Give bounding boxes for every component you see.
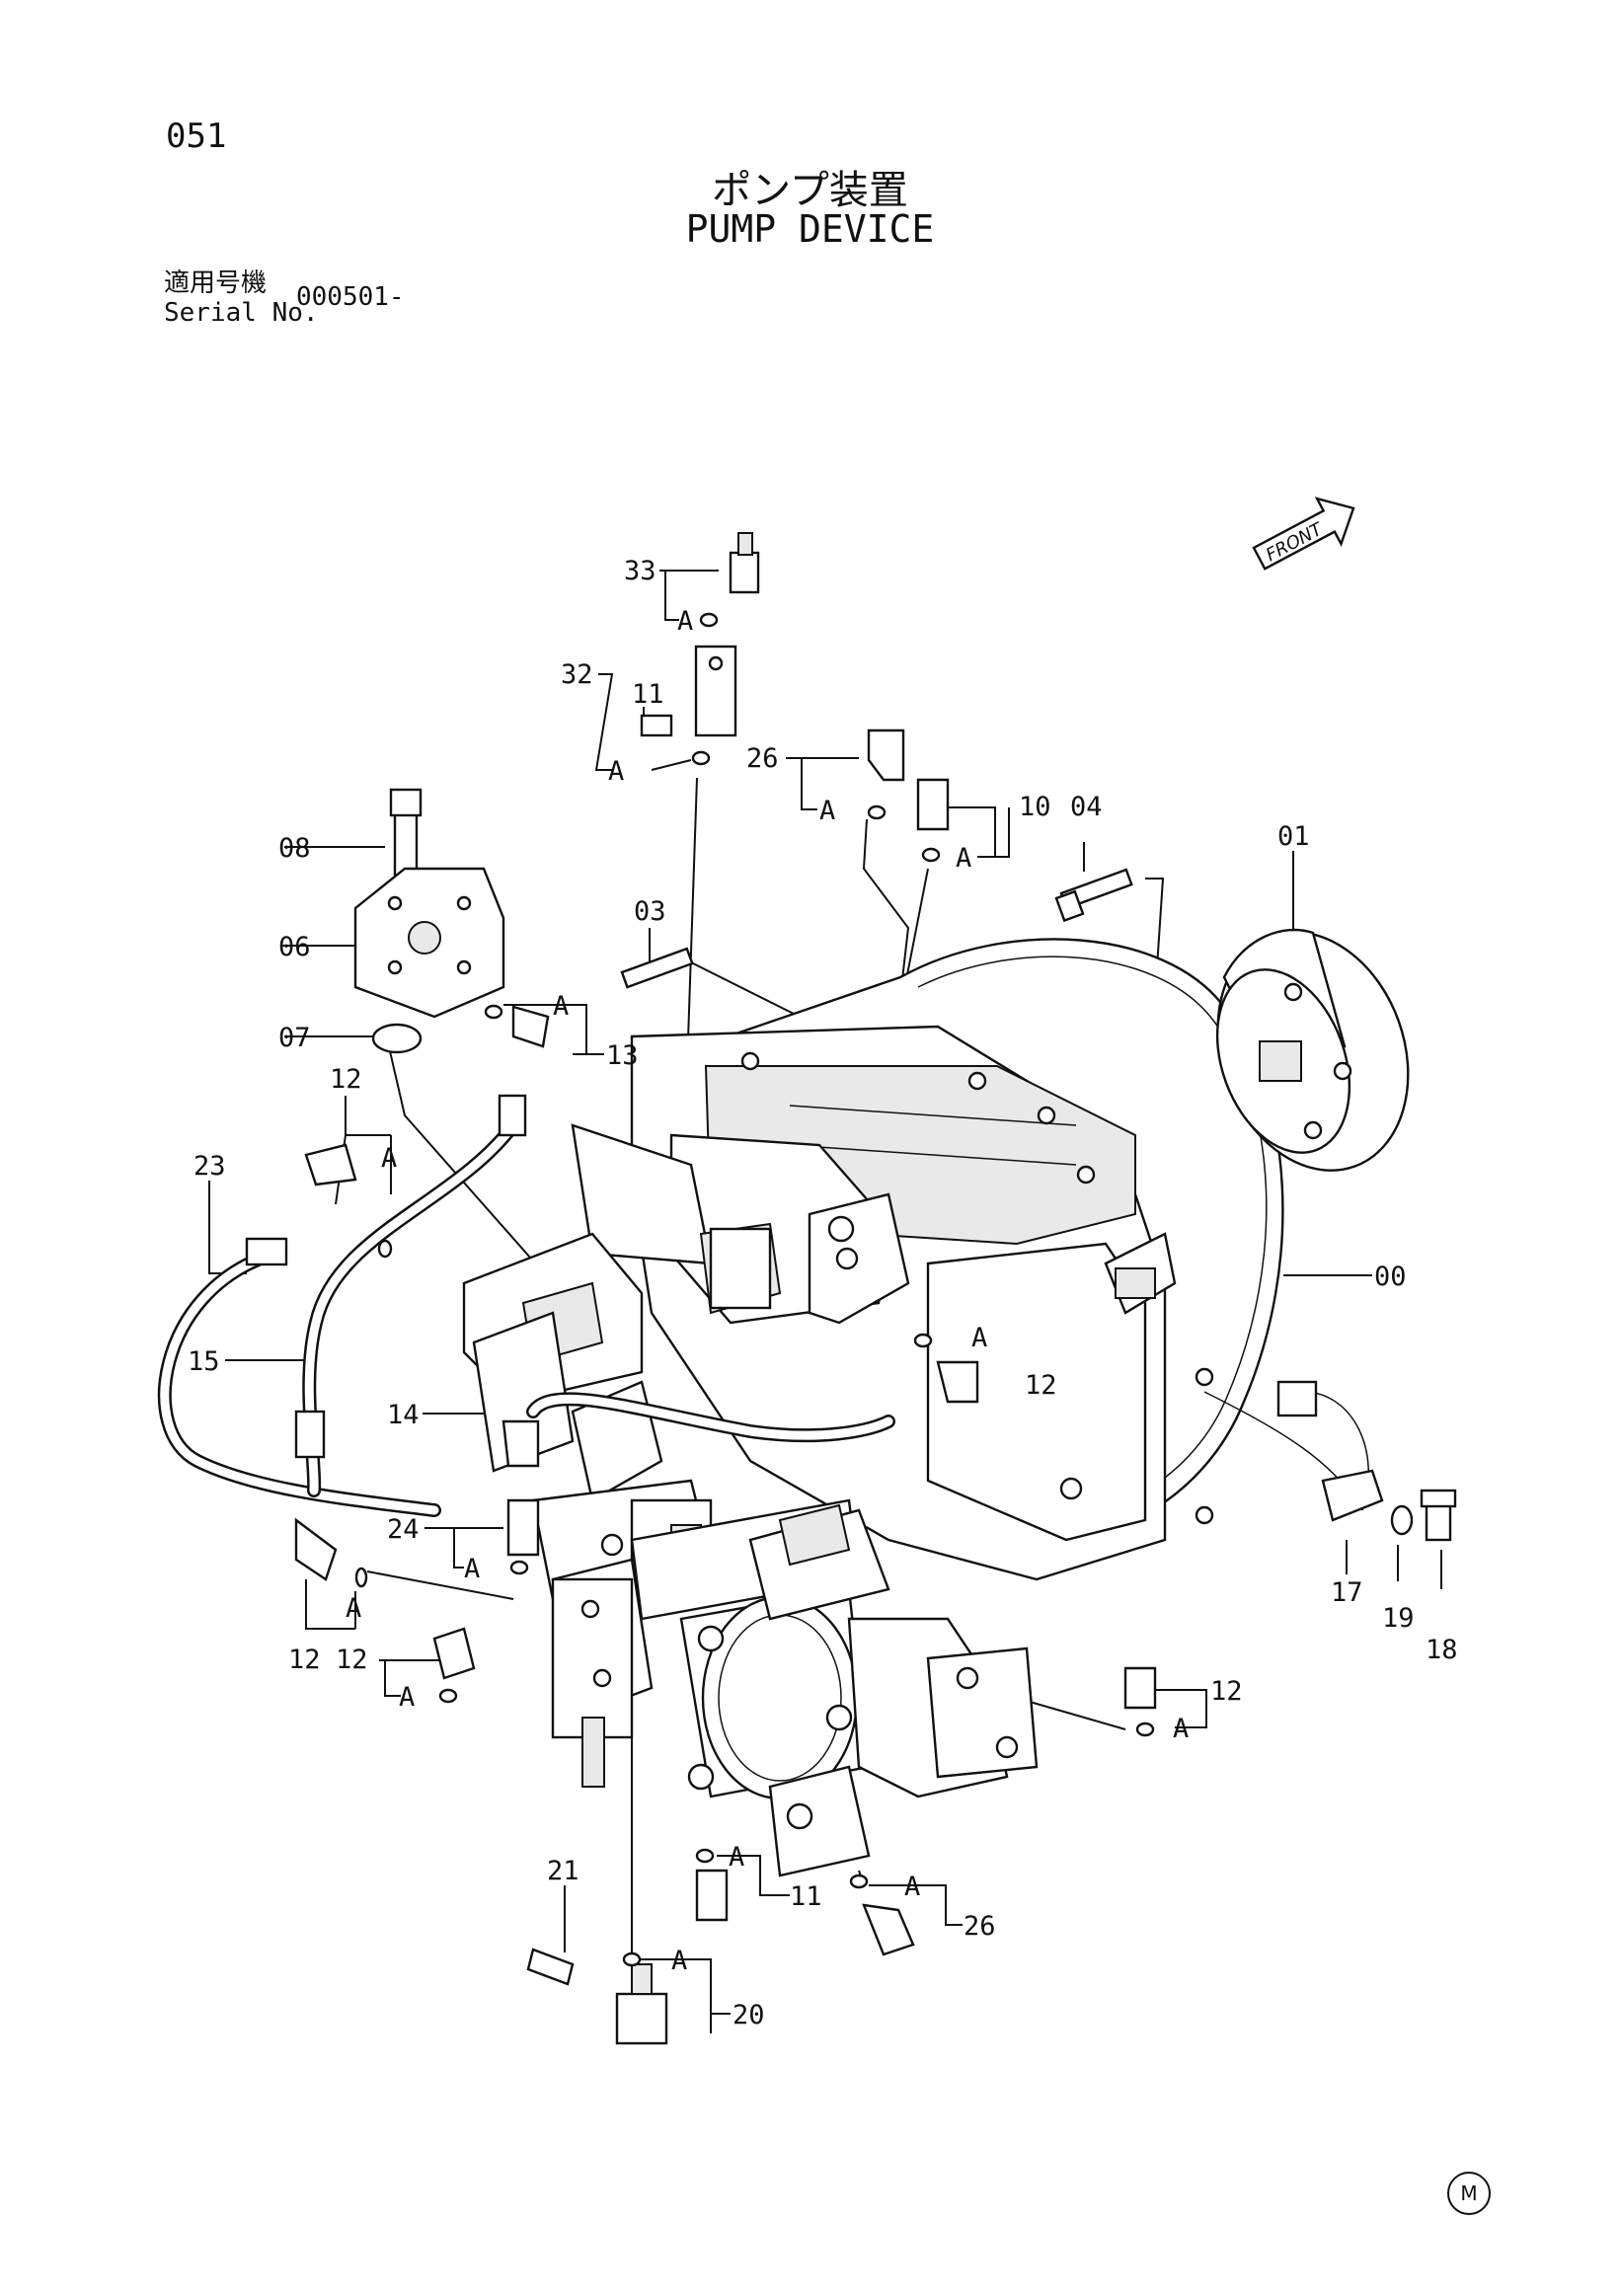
callout-a: A	[464, 1554, 480, 1584]
callout-12: 12	[330, 1064, 362, 1095]
callout-a: A	[956, 843, 971, 874]
callout-32: 32	[561, 659, 593, 690]
pump-body	[679, 1503, 1039, 1877]
callout-06: 06	[278, 932, 311, 962]
callout-a: A	[677, 606, 693, 637]
callout-a: A	[904, 1872, 920, 1902]
hose-23	[157, 1249, 441, 1517]
callout-01: 01	[1277, 821, 1310, 852]
callout-20: 20	[733, 2000, 765, 2030]
callout-23: 23	[193, 1151, 226, 1182]
callout-labels: 33 A 32 11 A 26 A 10 04 A 08 01 06 03 A …	[188, 556, 1458, 2030]
callout-a: A	[608, 756, 624, 787]
callout-18: 18	[1426, 1635, 1458, 1665]
page-number: 051	[166, 116, 227, 156]
callout-13: 13	[606, 1040, 639, 1071]
callout-17: 17	[1331, 1577, 1363, 1608]
callout-a: A	[819, 796, 835, 826]
callout-a: A	[671, 1946, 687, 1976]
hose-14	[526, 1392, 895, 1443]
callout-10: 10	[1019, 792, 1051, 822]
serial-label-english: Serial No.	[164, 298, 319, 328]
callout-12: 12	[288, 1645, 321, 1675]
manufacturer-mark: M	[1447, 2172, 1491, 2215]
callout-12: 12	[1025, 1370, 1057, 1401]
callout-a: A	[381, 1143, 397, 1174]
callout-03: 03	[634, 896, 666, 927]
callout-26: 26	[746, 743, 779, 774]
callout-a: A	[346, 1593, 361, 1624]
callout-07: 07	[278, 1023, 311, 1053]
callout-26: 26	[964, 1911, 996, 1942]
callout-a: A	[971, 1323, 987, 1353]
callout-a: A	[399, 1682, 415, 1713]
callout-00: 00	[1374, 1262, 1407, 1292]
title-japanese: ポンプ装置	[712, 168, 908, 213]
callout-a: A	[1173, 1714, 1189, 1744]
front-arrow-icon: FRONT	[1252, 497, 1355, 571]
callout-a: A	[553, 991, 569, 1022]
callout-12: 12	[1210, 1676, 1243, 1707]
callout-08: 08	[278, 833, 311, 864]
callout-11: 11	[790, 1881, 822, 1912]
callout-15: 15	[188, 1346, 220, 1377]
valve-block-assembly	[462, 1123, 910, 1601]
callout-11: 11	[632, 679, 664, 710]
callout-14: 14	[387, 1400, 420, 1430]
coupling-01	[1215, 928, 1410, 1172]
callout-12: 12	[336, 1645, 368, 1675]
callout-a: A	[729, 1842, 744, 1873]
callout-19: 19	[1382, 1603, 1415, 1634]
callout-21: 21	[547, 1856, 579, 1886]
fittings	[245, 532, 1457, 2045]
serial-label-japanese: 適用号機	[164, 268, 268, 298]
callout-04: 04	[1070, 792, 1103, 822]
title-english: PUMP DEVICE	[685, 207, 935, 251]
callout-24: 24	[387, 1514, 420, 1545]
callout-33: 33	[624, 556, 656, 586]
serial-number-value: 000501-	[296, 282, 405, 312]
